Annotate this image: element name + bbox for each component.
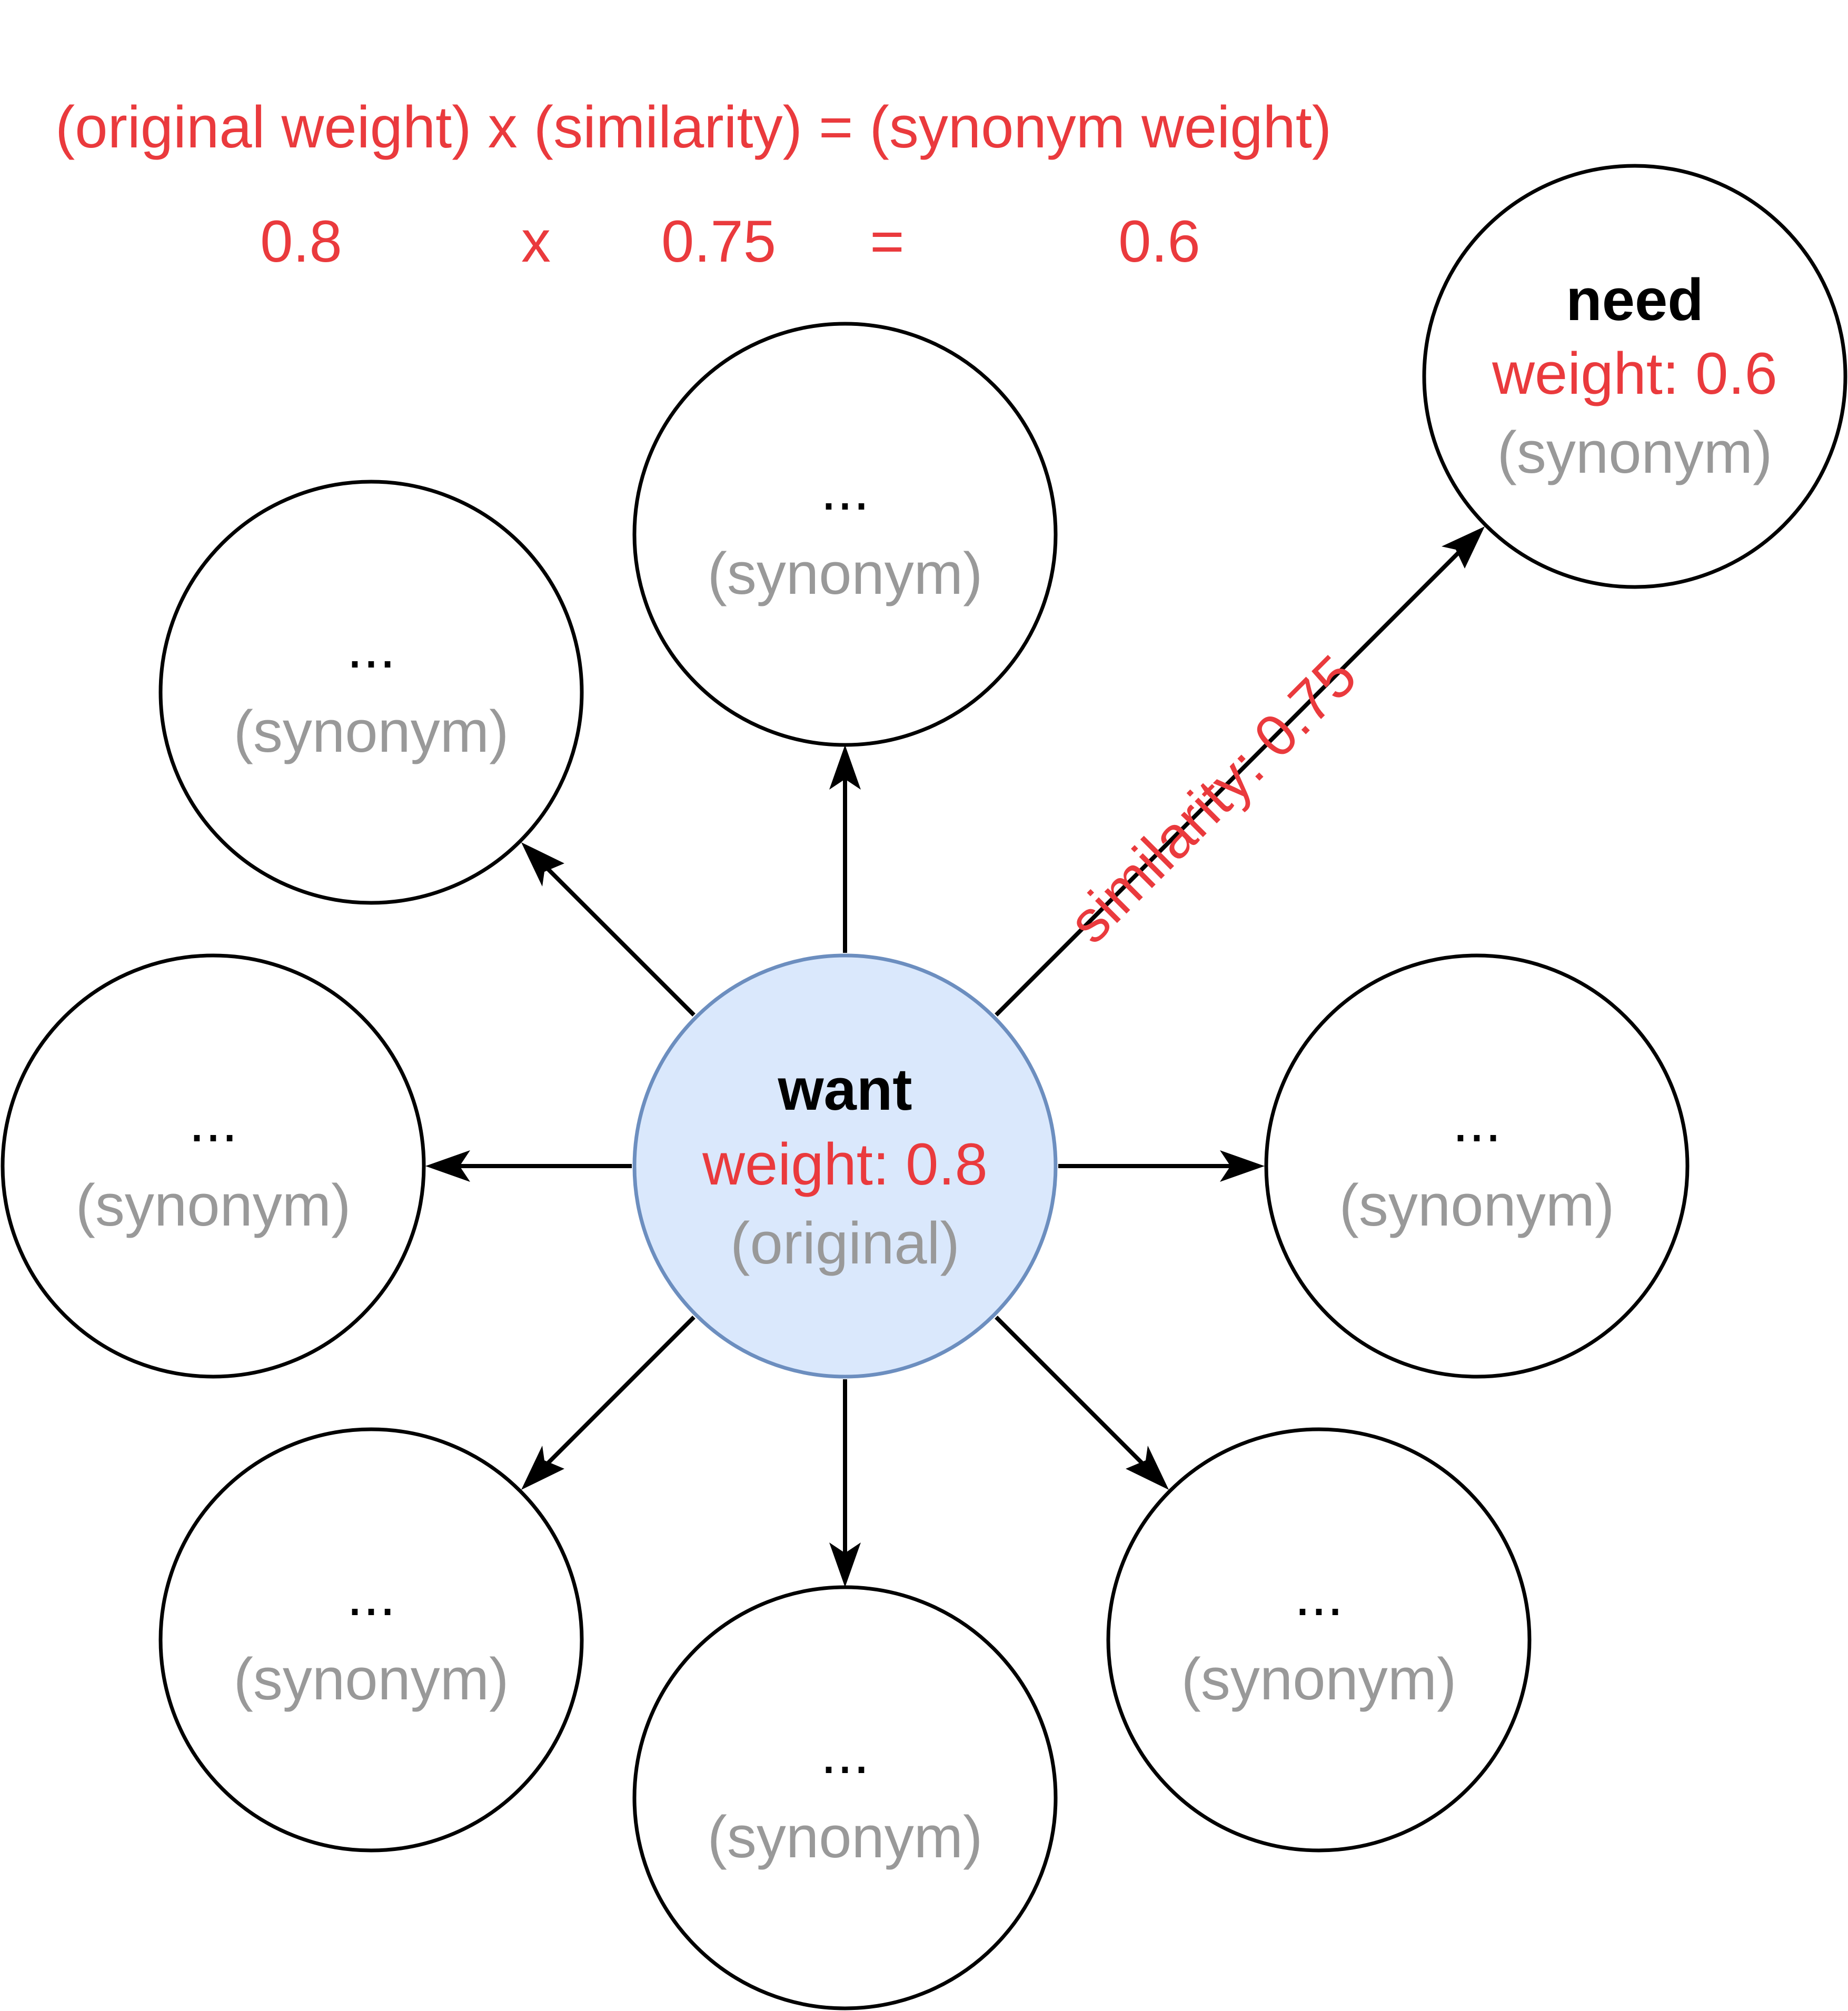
synonym-node-top: ... (synonym): [632, 322, 1058, 747]
synonym-node-lower-right: ... (synonym): [1106, 1427, 1532, 1853]
synonym-node-upper-left: ... (synonym): [158, 480, 584, 905]
center-node-role: (original): [730, 1210, 960, 1276]
synonym-node-lower-left: ... (synonym): [158, 1427, 584, 1853]
arrowhead-top: [829, 745, 861, 790]
center-node-circle: [632, 953, 1058, 1379]
synonym-node-right: ... (synonym): [1264, 953, 1690, 1379]
edge-to-need: [995, 541, 1471, 1017]
synonym-node-role: (synonym): [1181, 1646, 1457, 1712]
formula-header: (original weight) x (similarity) = (syno…: [55, 94, 1332, 160]
synonym-node-left: ... (synonym): [1, 953, 426, 1379]
formula-synonym-weight: 0.6: [1118, 208, 1200, 274]
synonym-node-role: (synonym): [708, 541, 983, 606]
synonym-node-circle: [158, 480, 584, 905]
synonym-node-word: ...: [820, 1720, 869, 1786]
synonym-node-circle: [1264, 953, 1690, 1379]
synonym-node-circle: [158, 1427, 584, 1853]
edges: [425, 526, 1485, 1587]
center-node-weight: weight: 0.8: [702, 1131, 988, 1197]
target-node-weight: weight: 0.6: [1492, 341, 1777, 406]
arrowhead-need: [1442, 526, 1485, 569]
synonym-node-role: (synonym): [1339, 1172, 1615, 1238]
synonym-node-word: ...: [820, 456, 869, 522]
synonym-node-word: ...: [346, 614, 395, 680]
target-node-word: need: [1566, 267, 1703, 333]
synonym-node-circle: [1106, 1427, 1532, 1853]
edge-to-lower-left: [535, 1316, 696, 1476]
synonym-node-bottom: ... (synonym): [632, 1585, 1058, 2010]
formula-similarity: 0.75: [661, 208, 776, 274]
edge-to-lower-right: [995, 1316, 1155, 1476]
synonym-node-role: (synonym): [234, 1646, 509, 1712]
arrowhead-upper-left: [521, 842, 564, 887]
formula-equals: =: [870, 208, 904, 274]
target-node: need weight: 0.6 (synonym): [1422, 164, 1847, 589]
edge-to-upper-left: [535, 857, 696, 1017]
arrowhead-bottom: [829, 1542, 861, 1587]
arrowhead-lower-right: [1126, 1446, 1169, 1490]
synonym-node-circle: [632, 322, 1058, 747]
formula-original-weight: 0.8: [260, 208, 342, 274]
target-node-role: (synonym): [1497, 420, 1773, 485]
edge-label-similarity: similarity: 0.75: [1056, 643, 1369, 956]
synonym-node-word: ...: [1452, 1088, 1501, 1154]
synonym-node-word: ...: [346, 1562, 395, 1628]
target-node-circle: [1422, 164, 1847, 589]
synonym-node-circle: [1, 953, 426, 1379]
arrowhead-right: [1220, 1150, 1265, 1182]
synonym-node-role: (synonym): [76, 1172, 351, 1238]
arrowhead-left: [425, 1150, 470, 1182]
arrowhead-lower-left: [521, 1446, 564, 1490]
synonym-node-circle: [632, 1585, 1058, 2010]
synonym-node-word: ...: [1294, 1562, 1343, 1628]
synonym-node-role: (synonym): [708, 1804, 983, 1870]
formula-times: x: [521, 208, 551, 274]
synonym-node-word: ...: [188, 1088, 237, 1154]
synonym-node-role: (synonym): [234, 699, 509, 764]
center-node: want weight: 0.8 (original): [632, 953, 1058, 1379]
center-node-word: want: [777, 1057, 912, 1122]
